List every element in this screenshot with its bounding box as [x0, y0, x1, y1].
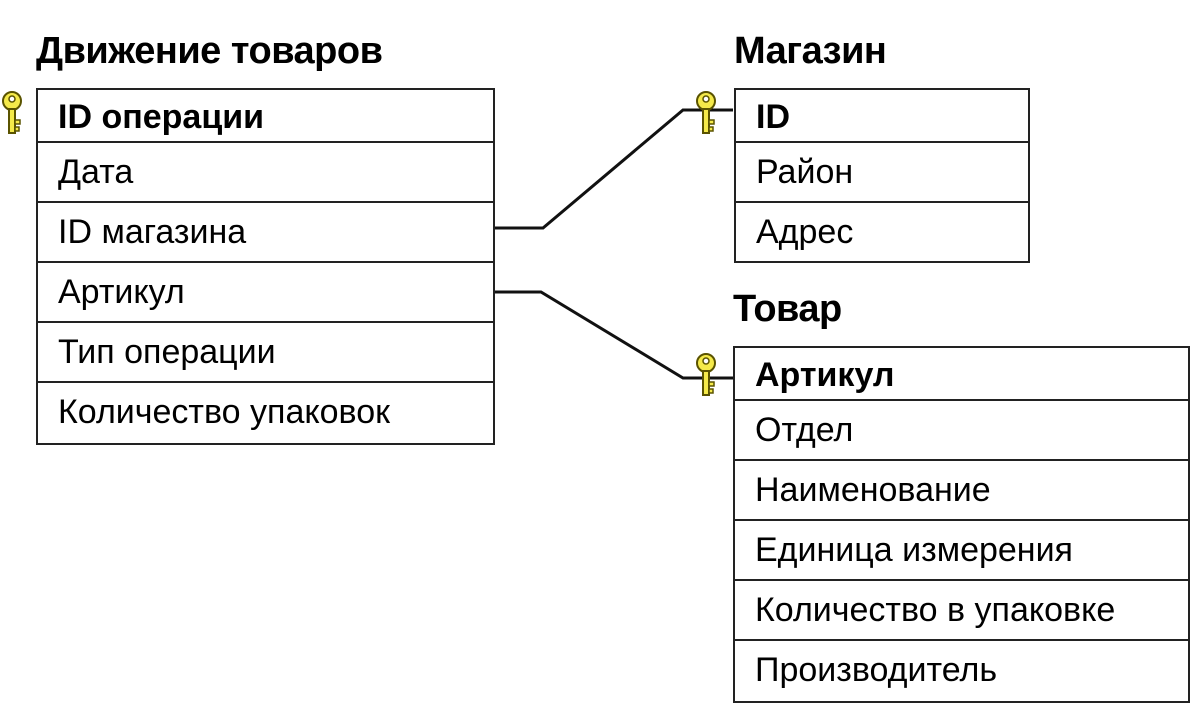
table-movement: ID операции Дата ID магазина Артикул Тип… — [36, 88, 495, 445]
field-row: Тип операции — [38, 323, 493, 383]
field-row: Адрес — [756, 213, 854, 251]
field-row-pk: ID — [736, 90, 1028, 143]
field-row: ID магазина — [38, 203, 493, 263]
primary-key-icon — [696, 91, 716, 134]
field-row: Район — [736, 143, 1028, 203]
table-title-product: Товар — [733, 288, 842, 330]
table-title-movement: Движение товаров — [36, 30, 383, 72]
primary-key-icon — [696, 353, 716, 396]
field-row: Дата — [38, 143, 493, 203]
table-store: ID Район Адрес — [734, 88, 1030, 263]
table-title-store: Магазин — [734, 30, 887, 72]
field-row: Производитель — [755, 651, 998, 689]
primary-key-icon — [2, 91, 22, 134]
field-row-pk: Артикул — [735, 348, 1188, 401]
field-row: Отдел — [735, 401, 1188, 461]
field-row: Артикул — [38, 263, 493, 323]
field-row: Количество упаковок — [58, 393, 390, 431]
field-row: Наименование — [735, 461, 1188, 521]
field-row-pk: ID операции — [38, 90, 493, 143]
field-row: Количество в упаковке — [735, 581, 1188, 641]
table-product: Артикул Отдел Наименование Единица измер… — [733, 346, 1190, 703]
field-row: Единица измерения — [735, 521, 1188, 581]
